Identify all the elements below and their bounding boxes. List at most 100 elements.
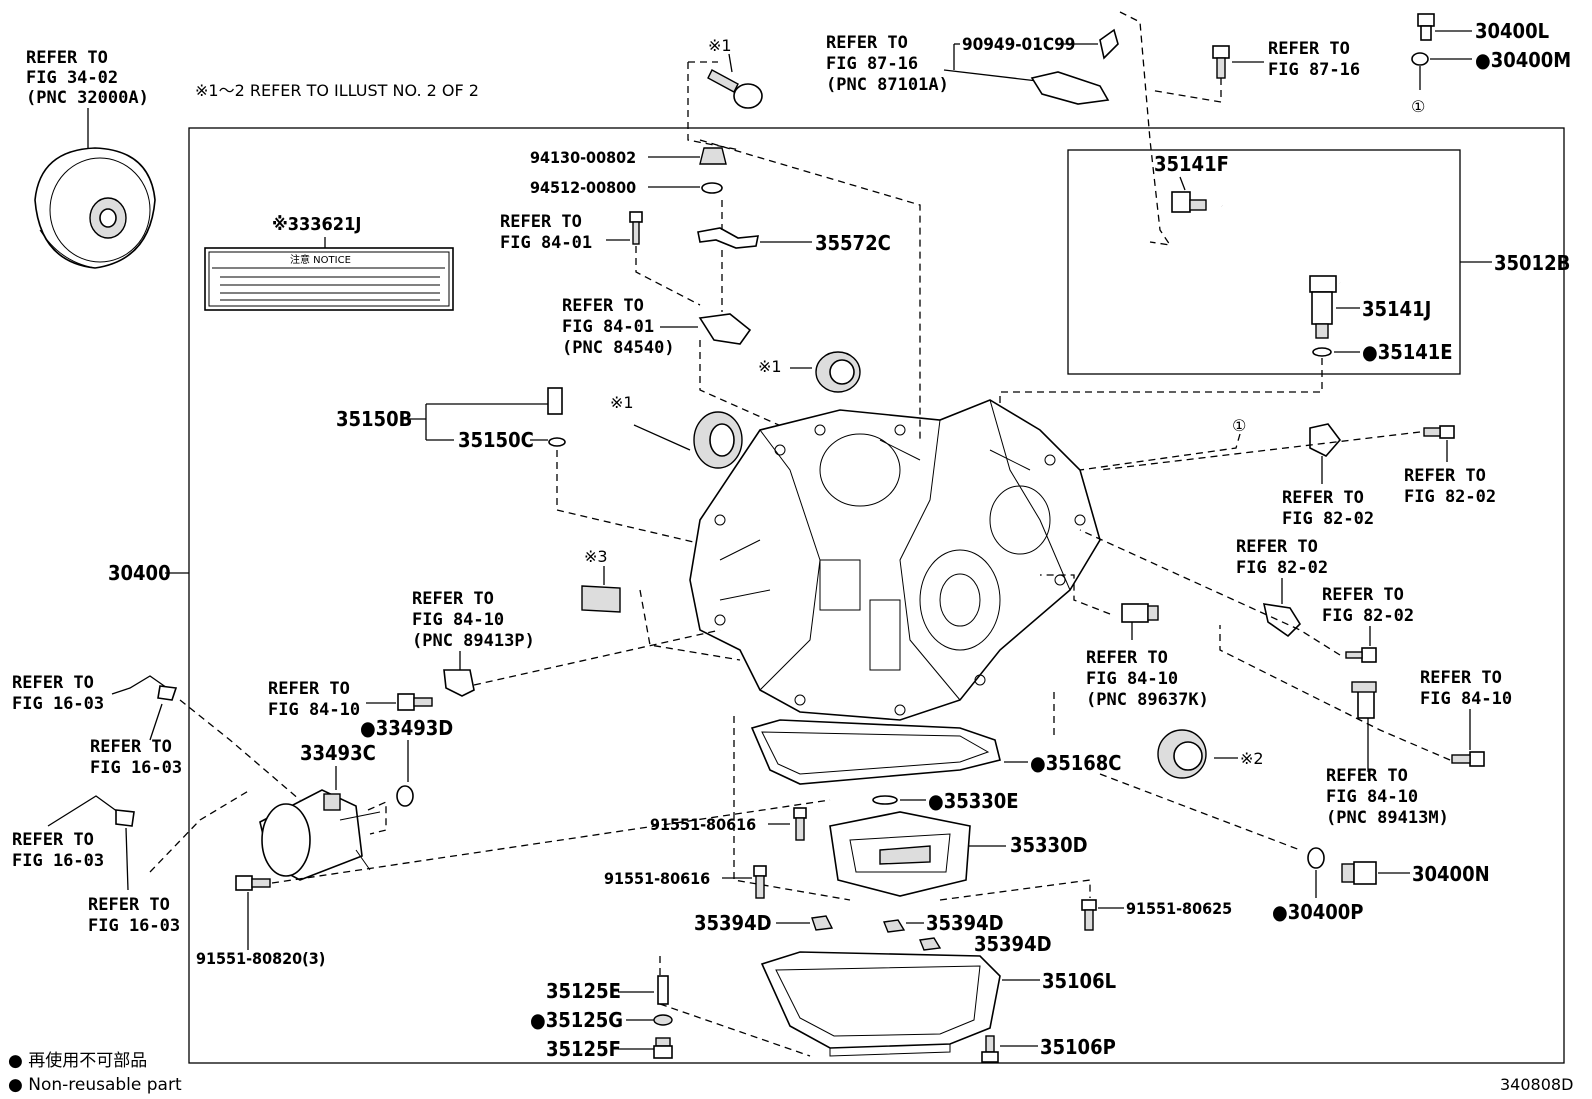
part-35141F: 35141F [1154,152,1229,176]
svg-text:REFER TO: REFER TO [1236,537,1318,557]
part-94512-00800: 94512-00800 [530,178,636,197]
part-35572C: 35572C [815,231,891,255]
part-35168C: ●35168C [1030,751,1122,775]
o-ring-icon [396,785,414,807]
svg-text:REFER TO: REFER TO [12,673,94,693]
speed-sensor-icon [1121,603,1159,640]
part-30400L: 30400L [1475,19,1549,43]
part-35141J: 35141J [1362,297,1431,321]
hose-clamp-icon [157,685,178,701]
part-33621J: ※333621J [272,214,361,235]
ref-fig-87-16-pnc: REFER TO FIG 87-16 (PNC 87101A) [826,33,949,95]
marker-star2: ※2 [1240,749,1264,768]
svg-text:REFER TO: REFER TO [88,895,170,915]
ref-fig-16-03-c: REFER TO FIG 16-03 [12,830,104,871]
svg-text:FIG 82-02: FIG 82-02 [1236,558,1328,578]
nut-icon [699,147,727,165]
marker-star1-top: ※1 [708,36,732,55]
oil-pan-icon [760,951,1001,1057]
ref-fig-84-10-pnc-89413P: REFER TO FIG 84-10 (PNC 89413P) [412,589,535,651]
svg-text:FIG 84-10: FIG 84-10 [412,610,504,630]
illustration-note: ※1～2 REFER TO ILLUST NO. 2 OF 2 [195,81,479,100]
part-91551-80616-b: 91551-80616 [604,869,710,888]
part-30400P: ●30400P [1272,900,1363,924]
part-94130-00802: 94130-00802 [530,148,636,167]
svg-text:FIG 16-03: FIG 16-03 [12,694,104,714]
svg-text:(PNC 89637K): (PNC 89637K) [1086,690,1209,710]
sensor-bracket-icon [698,313,752,345]
marker-1-mid: ① [1232,416,1246,435]
legend-jp: ● 再使用不可部品 [8,1050,147,1071]
marker-star1-low: ※1 [610,393,634,412]
speed-sensor-icon [1351,681,1377,719]
gasket-icon [653,1014,673,1026]
svg-text:FIG 16-03: FIG 16-03 [12,851,104,871]
gasket-icon [1307,847,1325,869]
part-91551-80616-a: 91551-80616 [650,815,756,834]
ref-fig-84-01: REFER TO FIG 84-01 [500,212,592,253]
svg-text:(PNC 32000A): (PNC 32000A) [26,88,149,108]
bracket-icon [1262,603,1302,638]
svg-text:FIG 84-10: FIG 84-10 [1086,669,1178,689]
part-35141E: ●35141E [1362,340,1453,364]
plug-icon [547,387,563,415]
svg-text:FIG 84-10: FIG 84-10 [268,700,360,720]
part-35125G: ●35125G [530,1008,623,1032]
part-35394D-a: 35394D [694,911,772,935]
oil-strainer-icon [829,811,971,897]
part-30400M: ●30400M [1475,48,1571,72]
notice-label-text: 注意 NOTICE [290,253,351,266]
ref-fig-84-10-pnc-89637K: REFER TO FIG 84-10 (PNC 89637K) [1086,648,1209,710]
ref-fig-84-01-pnc: REFER TO FIG 84-01 (PNC 84540) [562,296,675,358]
part-91551-80820: 91551-80820(3) [196,949,325,968]
o-ring-icon [1312,347,1332,357]
hose-fitting-icon [1171,191,1207,213]
washer-icon [701,182,723,194]
part-90949-01C99: 90949-01C99 [962,35,1075,55]
part-30400N: 30400N [1412,862,1490,886]
legend-en: ● Non-reusable part [8,1075,182,1095]
ref-fig-84-10-right: REFER TO FIG 84-10 [1420,668,1512,709]
main-frame [188,127,1565,1064]
svg-text:REFER TO: REFER TO [1326,766,1408,786]
svg-text:REFER TO: REFER TO [1282,488,1364,508]
oil-cooler-icon [259,789,381,881]
part-35330E: ●35330E [928,789,1019,813]
bolt-icon [707,69,763,109]
bolt-icon [1451,751,1485,767]
transaxle-assembly-icon [689,399,1101,721]
part-35150B: 35150B [336,407,412,431]
svg-text:(PNC 87101A): (PNC 87101A) [826,75,949,95]
hose-clamp-icon [115,809,135,827]
notice-label: 注意 NOTICE [204,247,454,311]
svg-text:FIG 87-16: FIG 87-16 [1268,60,1360,80]
part-35330D: 35330D [1010,833,1088,857]
svg-text:FIG 84-01: FIG 84-01 [562,317,654,337]
part-35394D-b: 35394D [926,911,1004,935]
caution-label-icon [581,585,621,613]
part-35012B: 35012B [1494,251,1570,275]
bolt-icon [1423,425,1455,439]
svg-text:FIG 87-16: FIG 87-16 [826,54,918,74]
ref-fig-16-03-a: REFER TO FIG 16-03 [12,673,104,714]
svg-text:FIG 84-10: FIG 84-10 [1326,787,1418,807]
bolt-icon [981,1035,999,1063]
bolt-icon [1212,45,1230,79]
svg-text:FIG 34-02: FIG 34-02 [26,68,118,88]
marker-star3: ※3 [584,547,608,566]
bolt-icon [235,875,271,891]
magnet-icon [919,937,942,951]
svg-text:REFER TO: REFER TO [1322,585,1404,605]
svg-text:REFER TO: REFER TO [826,33,908,53]
bolt-icon [1081,899,1097,931]
oil-seal-icon [693,411,743,469]
ref-fig-84-10-pnc-89413M: REFER TO FIG 84-10 (PNC 89413M) [1326,766,1449,828]
bracket-icon [1030,28,1119,105]
marker-1-top-right: ① [1411,97,1425,116]
ref-fig-82-02-d: REFER TO FIG 82-02 [1322,585,1414,626]
bolt-icon [629,211,643,245]
svg-text:REFER TO: REFER TO [26,48,108,68]
ref-fig-34-02: REFER TO FIG 34-02 (PNC 32000A) [26,48,149,108]
part-35125F: 35125F [546,1037,621,1061]
part-35150C: 35150C [458,428,534,452]
